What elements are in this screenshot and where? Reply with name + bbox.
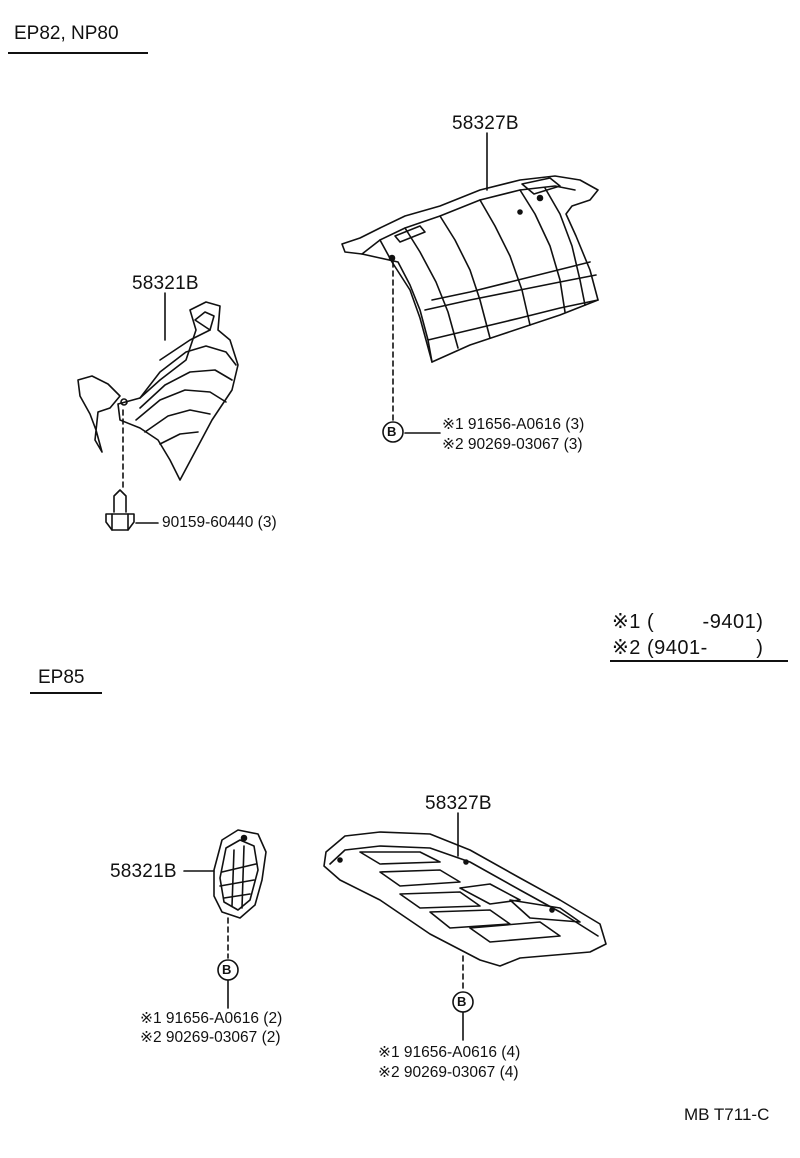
section-title-top-underline [8,52,148,54]
clip-marker-circle-bottom-right [452,991,474,1013]
part-label-58327b-bottom: 58327B [425,793,492,814]
clip-marker-circle-top [382,421,404,443]
clip-marker-bottom-right: B [457,994,467,1009]
diagram-code: MB T711-C [684,1105,770,1124]
bolt-drawing [105,489,135,531]
clip-note-1-top: ※1 91656-A0616 (3) [442,416,585,433]
clip-marker-circle-bottom-left [217,959,239,981]
heat-insulator-58327b-top-drawing [341,175,599,363]
clip-marker-top: B [387,424,397,439]
heat-insulator-58327b-bottom-drawing [323,831,607,967]
clip-note-1-bottom-left: ※1 91656-A0616 (2) [140,1010,283,1027]
section-title-bottom-underline [30,692,102,694]
section-title-bottom: EP85 [38,667,85,688]
clip-marker-bottom-left: B [222,962,232,977]
clip-note-2-bottom-right: ※2 90269-03067 (4) [378,1064,519,1081]
bolt-part-label: 90159-60440 (3) [162,514,277,531]
legend-row-2: ※2 (9401- ) [612,637,764,659]
part-label-58321b-bottom: 58321B [110,861,177,882]
part-label-58321b-top: 58321B [132,273,199,294]
part-label-58327b-top: 58327B [452,113,519,134]
clip-note-2-top: ※2 90269-03067 (3) [442,436,583,453]
heat-insulator-58321b-bottom-drawing [213,829,267,919]
clip-note-2-bottom-left: ※2 90269-03067 (2) [140,1029,281,1046]
legend-row-1: ※1 ( -9401) [612,611,764,633]
heat-insulator-58321b-top-drawing [77,301,239,481]
section-title-top: EP82, NP80 [14,23,119,44]
clip-note-1-bottom-right: ※1 91656-A0616 (4) [378,1044,521,1061]
legend-underline [610,660,788,662]
